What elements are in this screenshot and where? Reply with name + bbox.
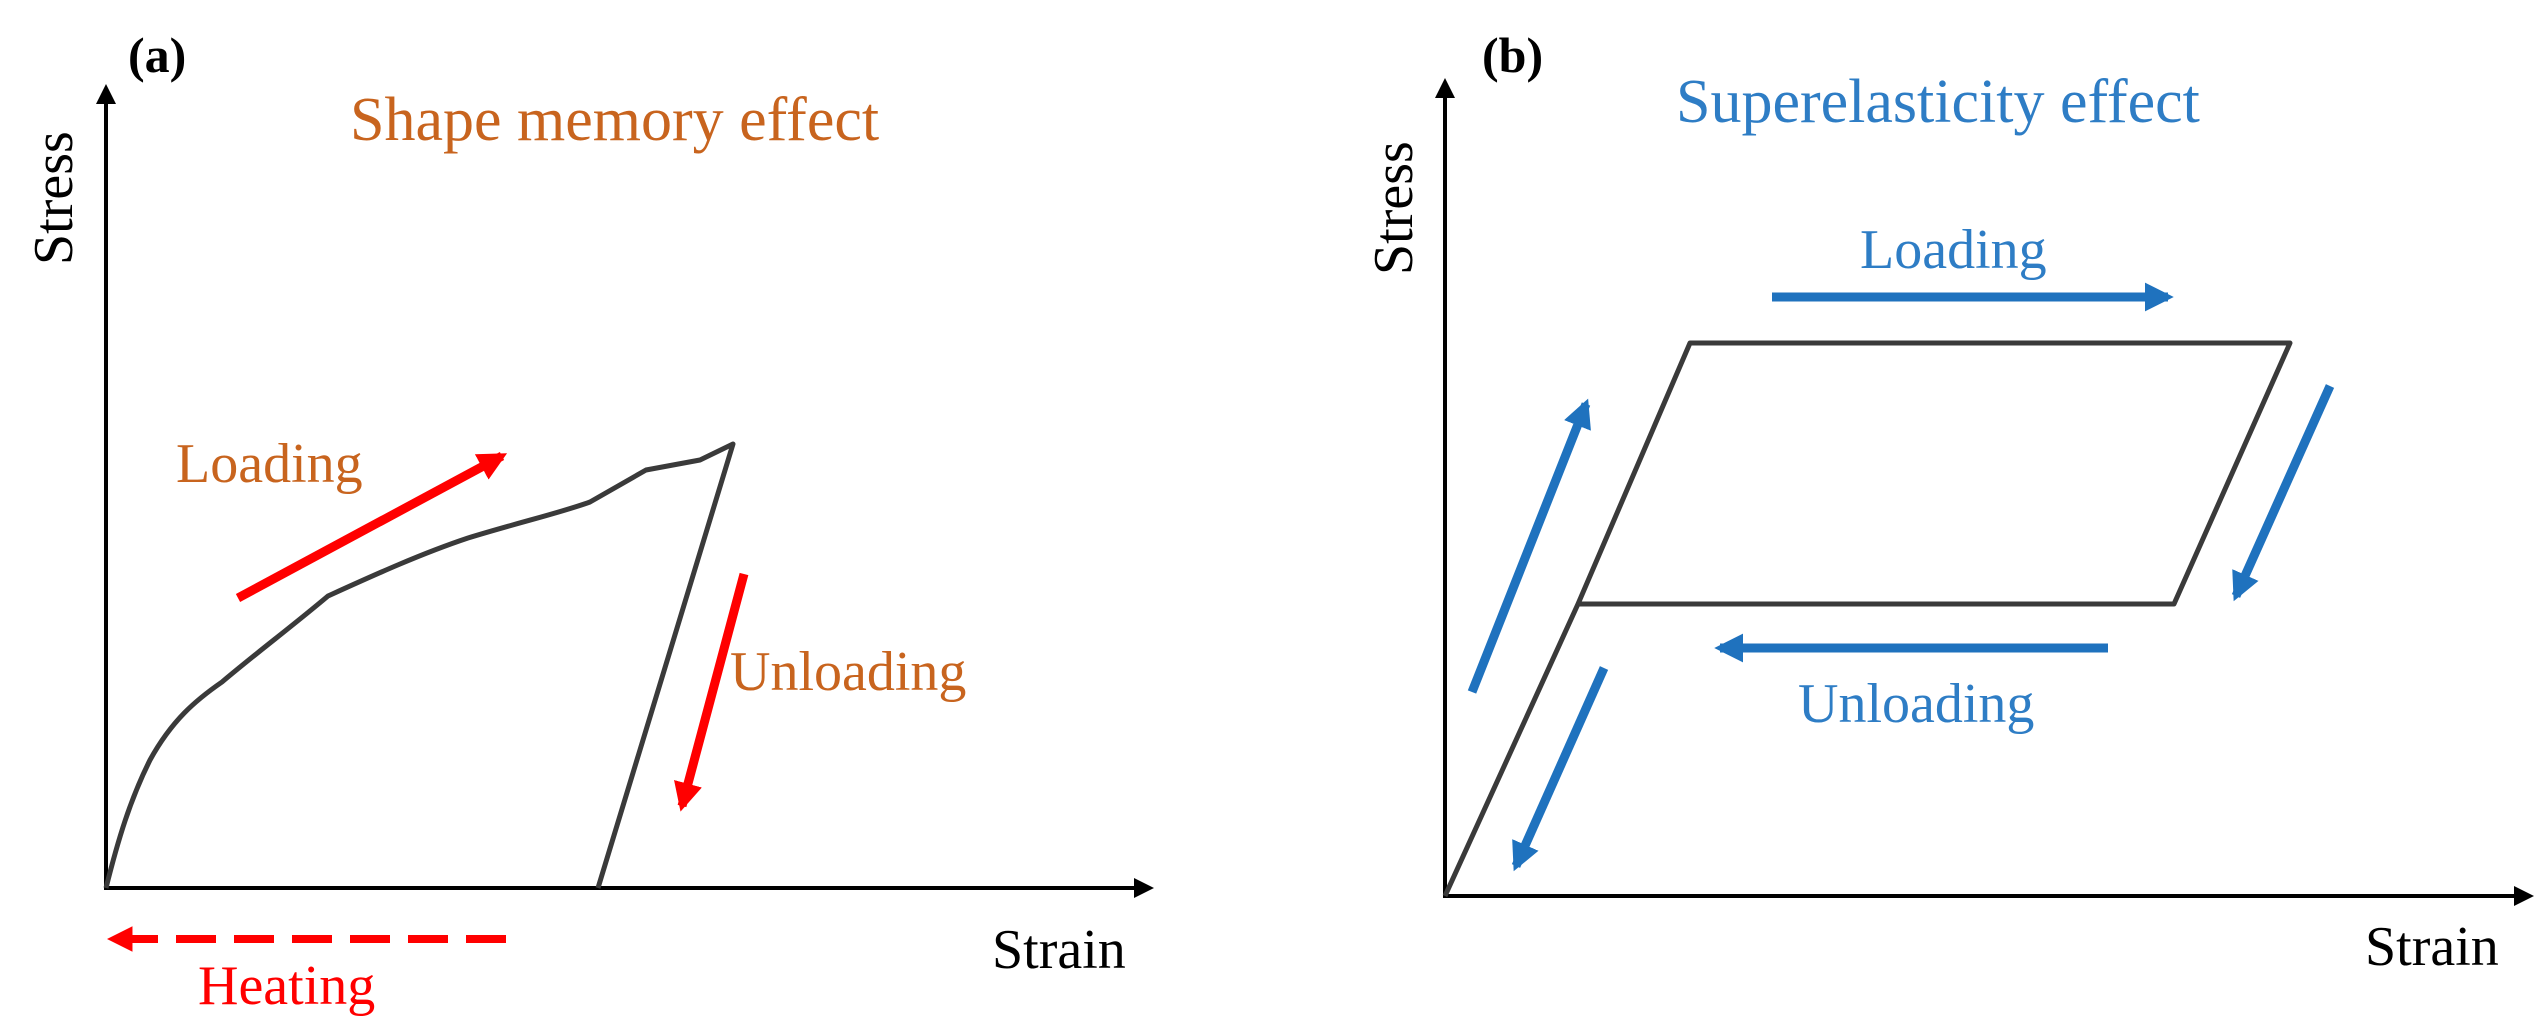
panel-b-loading-label: Loading [1860,219,2047,281]
panel-a: (a) Shape memory effect Stress Strain Lo… [23,27,1154,1017]
panel-a-y-axis-label: Stress [23,131,85,265]
panel-a-loading-label: Loading [176,433,363,495]
panel-b-unloading-label: Unloading [1798,673,2034,735]
panel-a-title: Shape memory effect [350,86,879,154]
panel-b-label: (b) [1482,27,1543,83]
panel-b-x-axis-label: Strain [2365,916,2499,978]
panel-a-unloading-arrow [674,572,749,812]
panel-b-y-axis-label: Stress [1363,141,1425,275]
panel-a-x-axis-label: Strain [992,919,1126,981]
panel-a-label: (a) [128,27,186,83]
panel-b-left-up-arrow [1467,398,1591,694]
panel-b-hysteresis-loop [1442,340,2293,898]
panel-a-stress-strain-curve [103,441,736,889]
panel-a-heating-label: Heating [198,955,375,1017]
panel-b: (b) Superelasticity effect Stress Strain… [1363,27,2534,978]
panel-b-left-down-arrow [1511,666,1609,872]
panel-a-unloading-label: Unloading [730,641,966,703]
panel-a-loading-arrow [235,452,508,602]
panel-b-title: Superelasticity effect [1676,68,2200,136]
panel-b-right-down-arrow [2231,384,2335,602]
